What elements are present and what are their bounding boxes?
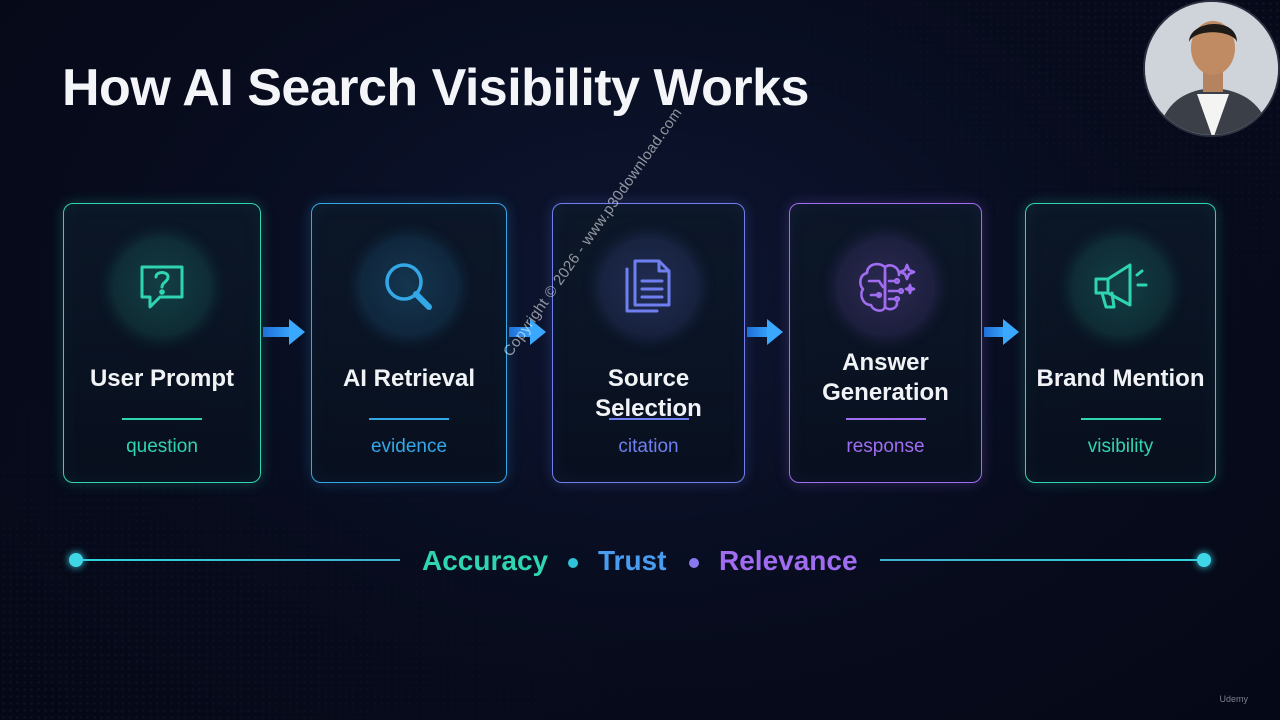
flow-arrow-3 — [747, 319, 783, 345]
value-trust: Trust — [598, 545, 667, 576]
step-title-line: User Prompt — [89, 365, 235, 392]
step-divider — [608, 418, 689, 420]
value-accuracy: Accuracy — [422, 545, 549, 576]
step-subtitle: citation — [618, 436, 679, 457]
value-separator-1 — [568, 558, 578, 568]
step-divider — [845, 418, 926, 420]
step-divider — [369, 418, 449, 420]
magnifier-icon — [360, 238, 458, 336]
flow-arrow-4 — [984, 319, 1019, 345]
step-title-line: Answer — [842, 349, 929, 376]
step-subtitle: visibility — [1087, 436, 1154, 457]
step-title-line: Brand Mention — [1036, 365, 1205, 392]
flow-arrow-1 — [263, 319, 305, 345]
step-title: Brand Mention — [1026, 364, 1215, 394]
brain-sparkle-icon — [836, 238, 935, 336]
step-title: AI Retrieval — [312, 364, 506, 394]
step-card-1: User Prompt question — [63, 203, 261, 483]
megaphone-icon — [1071, 238, 1170, 336]
step-card-2: AI Retrieval evidence — [311, 203, 507, 483]
question-bubble-icon — [113, 238, 211, 336]
value-relevance: Relevance — [719, 545, 858, 576]
step-subtitle: response — [846, 436, 925, 457]
step-card-3: Source Selection citation — [552, 203, 745, 483]
step-subtitle: question — [126, 436, 198, 457]
step-divider — [122, 418, 202, 420]
step-title-line: Generation — [822, 379, 949, 406]
step-title: User Prompt — [64, 364, 260, 394]
step-card-5: Brand Mention visibility — [1025, 203, 1216, 483]
value-line-left — [75, 559, 400, 561]
page-title: How AI Search Visibility Works — [62, 59, 809, 117]
step-title-line: AI Retrieval — [342, 365, 476, 392]
brand-logo: Udemy — [1219, 694, 1248, 704]
value-separator-2 — [689, 558, 699, 568]
step-divider — [1080, 418, 1161, 420]
documents-icon — [599, 238, 698, 336]
step-subtitle: evidence — [370, 436, 448, 457]
presenter-avatar — [1143, 0, 1280, 137]
value-line-right — [880, 559, 1205, 561]
value-line-left-dot — [69, 553, 83, 567]
value-line-right-dot — [1197, 553, 1211, 567]
step-title-line: Source Selection — [595, 365, 702, 422]
step-title: Source Selection — [553, 364, 744, 424]
